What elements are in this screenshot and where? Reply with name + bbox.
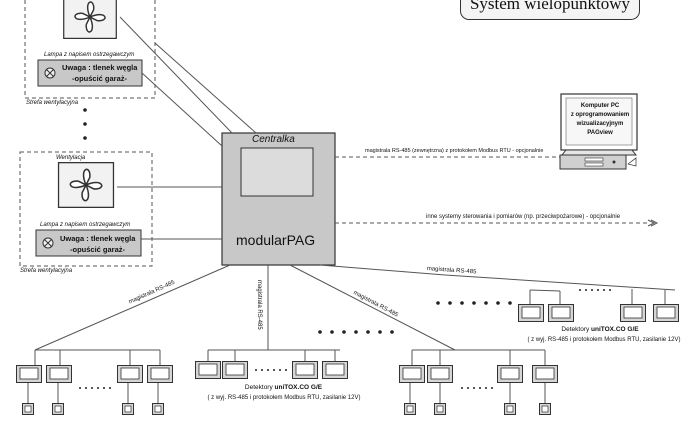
other-systems-label: inne systemy sterowania i pomiarów (np. … [426, 214, 621, 220]
central-screen [240, 147, 314, 197]
pc-line3: wizualizacyjnym [576, 121, 624, 127]
central-title: Centralka [252, 134, 295, 145]
detectors-mid-note: ( z wyj. RS-485 i protokołem Modbus RTU,… [207, 395, 361, 401]
page-title: System wielopunktowy [460, 0, 640, 20]
zone-bottom-frame [19, 151, 153, 267]
detectors-mid-caption: Detektory uniTOX.CO G/E [244, 384, 323, 391]
central-name: modularPAG [236, 232, 316, 248]
pc-line2: z oprogramowaniem [570, 112, 630, 118]
detector-ellipsis-dots [255, 369, 287, 371]
group-ellipsis-dots [318, 301, 512, 334]
warning-lamp-bottom [35, 229, 142, 257]
warning-text-line2: -opuścić garaż- [72, 74, 128, 83]
zone-label-top: Strefa wentylacyjna [26, 100, 79, 106]
lamp-label-top: Lampa z napisem ostrzegawczym [44, 52, 135, 58]
lamp-label-bottom: Lampa z napisem ostrzegawczym [40, 222, 131, 228]
warning-text-line1: Uwaga : tlenek węgla [60, 234, 136, 243]
pc-case [559, 154, 627, 170]
vent-label: Wentylacja [56, 155, 86, 161]
zone-label-bottom: Strefa wentylacyjna [20, 268, 73, 274]
zone-ellipsis-dots [83, 108, 87, 140]
detector-ellipsis-dots [579, 289, 611, 291]
pc-line1: Komputer PC [580, 103, 620, 109]
fan-icon [57, 162, 115, 208]
warning-text-line1: Uwaga : tlenek węgla [62, 63, 138, 72]
bus-label-mid: magistrala RS-485 [256, 280, 262, 330]
detector-ellipsis-dots [79, 387, 111, 389]
detector-ellipsis-dots [461, 387, 493, 389]
pc-link-label: magistrala RS-485 (zewnętrzna) z protoko… [365, 148, 544, 154]
detectors-right-caption: Detektory uniTOX.CO G/E [561, 326, 639, 333]
fan-icon [62, 0, 118, 39]
warning-text-line2: -opuścić garaż- [70, 245, 126, 254]
pc-line4: PAGview [587, 130, 613, 136]
zone-top-frame [24, 0, 156, 99]
detectors-right-note: ( z wyj. RS-485 i protokołem Modbus RTU,… [527, 337, 681, 343]
